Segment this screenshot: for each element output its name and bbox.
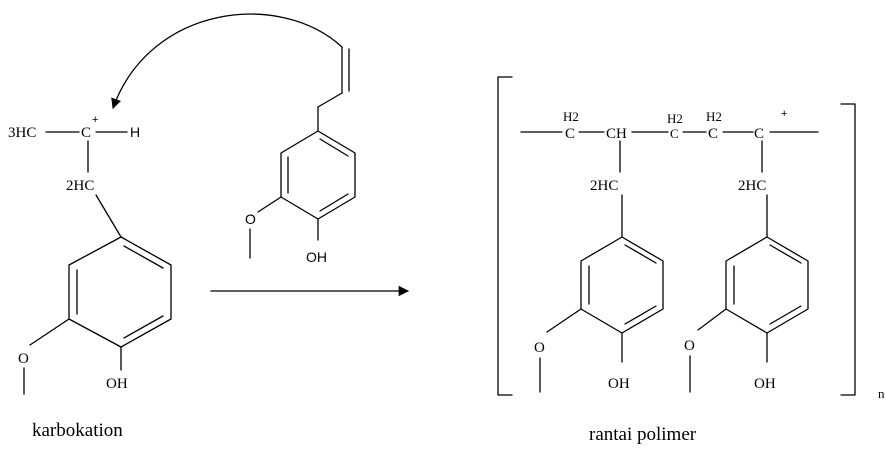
monomer-methoxy-oxygen: O <box>245 211 256 227</box>
right-bracket <box>840 103 856 396</box>
repeat-subscript: n <box>878 386 885 401</box>
polymer-charge: + <box>781 108 787 120</box>
methylene-ring-bond <box>95 194 122 238</box>
ch2-mid-h2: H2 <box>667 111 683 126</box>
right-methoxy-bond <box>697 308 727 331</box>
monomer-molecule: O OH <box>245 46 356 265</box>
monomer-ring-double-2 <box>319 193 349 212</box>
right-hydroxyl-label: OH <box>754 376 776 392</box>
ch2-third-c: C <box>708 126 718 142</box>
methylene-right-label: 2HC <box>738 178 766 194</box>
methylene-label: 2HC <box>66 178 94 194</box>
hydrogen-label: H <box>130 124 140 140</box>
polymer-caption: rantai polimer <box>589 424 697 445</box>
polymer-ring-right <box>725 236 809 334</box>
left-ring-double-2 <box>624 305 657 325</box>
allyl-bond-1 <box>317 92 343 108</box>
hydroxyl-label: OH <box>106 376 128 392</box>
cation-charge: + <box>92 114 98 126</box>
carbocation-benzene-ring <box>68 236 172 348</box>
ch-label: CH <box>606 126 627 142</box>
left-methoxy-bond <box>546 308 582 333</box>
cation-end-c: C <box>754 126 764 142</box>
left-methoxy-oxygen: O <box>534 340 545 356</box>
monomer-methoxy-bond <box>257 196 282 213</box>
left-bracket <box>497 76 513 396</box>
right-ring-double-2 <box>769 305 802 325</box>
ch2-third-h2: H2 <box>706 109 722 124</box>
polymer-ring-left <box>580 236 664 334</box>
monomer-ring-double-1 <box>319 138 349 157</box>
ch2-mid-c: C <box>670 126 679 141</box>
polymer-chain: n H2 C CH H2 C H2 C C + 2HC O OH 2HC <box>497 76 885 401</box>
carbocation-caption: karbokation <box>32 420 123 441</box>
methoxy-oxygen-label: O <box>18 351 29 367</box>
monomer-hydroxyl-label: OH <box>306 249 327 265</box>
cation-carbon-label: C <box>81 125 91 141</box>
ring-double-bond-2 <box>123 315 164 339</box>
carbocation-molecule: 3HC C + H 2HC O OH <box>8 114 172 395</box>
methyl-group-label: 3HC <box>8 125 36 141</box>
monomer-benzene-ring <box>280 130 356 220</box>
electron-attack-arrow <box>111 13 343 109</box>
ring-double-bond-1 <box>123 245 164 269</box>
right-methoxy-oxygen: O <box>684 338 695 354</box>
right-ring-double-1 <box>769 244 802 264</box>
methoxy-bond <box>29 318 70 346</box>
methylene-left-label: 2HC <box>590 178 618 194</box>
left-ring-double-1 <box>624 244 657 264</box>
left-hydroxyl-label: OH <box>608 376 630 392</box>
ch2-first-c: C <box>565 126 575 142</box>
ch2-first-h2: H2 <box>563 109 579 124</box>
